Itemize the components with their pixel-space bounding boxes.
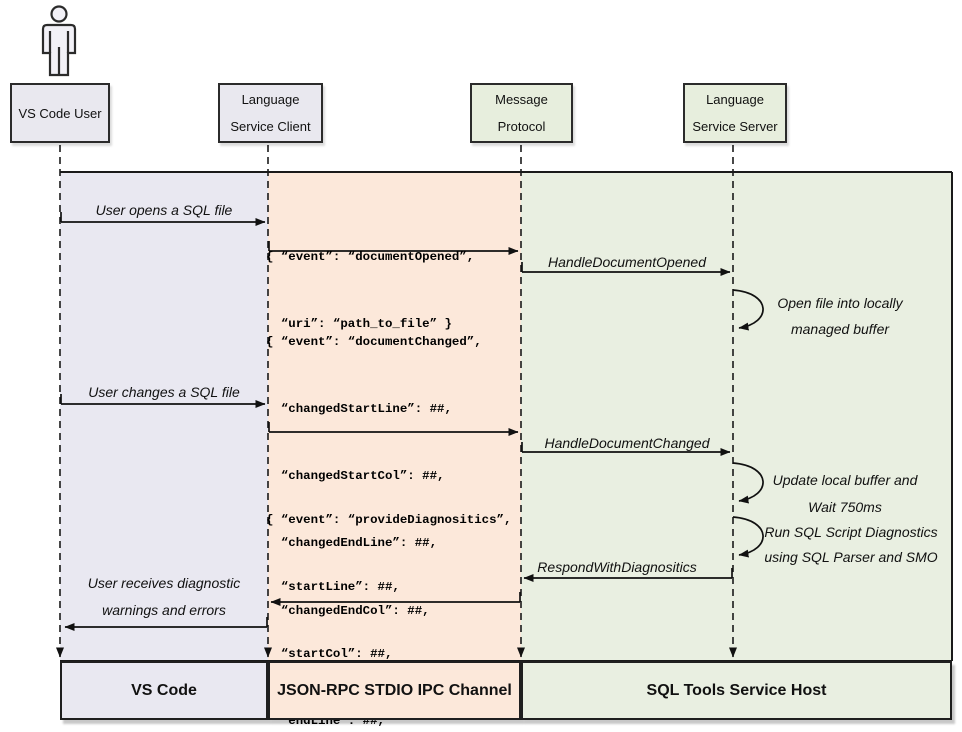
footer-box-vscode: VS Code (60, 661, 268, 720)
note-line: Open file into locally (777, 295, 903, 311)
lane-ipc-channel (268, 172, 521, 661)
note-run-sql-diagnostics: Run SQL Script Diagnostics using SQL Par… (762, 520, 940, 570)
payload-line: “changedStartLine”: ##, (266, 402, 452, 417)
payload-line: { “event”: “documentChanged”, (266, 334, 482, 349)
actor-label: Message (495, 92, 548, 107)
payload-line: “changedStartCol”: ##, (266, 469, 445, 484)
message-label-user-opens: User opens a SQL file (95, 202, 233, 218)
footer-label: SQL Tools Service Host (646, 681, 827, 699)
actor-label: Language (706, 92, 764, 107)
actor-label: VS Code User (18, 105, 102, 121)
payload-line: “startCol”: ##, (266, 647, 393, 662)
payload-line: “changedEndCol”: ##, (266, 603, 430, 618)
payload-document-opened: { “event”: “documentOpened”, “uri”: “pat… (266, 201, 474, 380)
message-label-handle-changed: HandleDocumentChanged (544, 435, 710, 451)
note-open-file-buffer: Open file into locally managed buffer (755, 290, 925, 342)
lane-service-host (521, 172, 952, 661)
payload-line: “changedEndLine”: ##, (266, 536, 438, 551)
actor-box-language-service-client: Language Service Client (218, 83, 323, 143)
user-actor-icon (41, 5, 77, 77)
footer-label: VS Code (131, 681, 197, 699)
actor-label: Language (241, 92, 300, 107)
message-label-line: User receives diagnostic (87, 575, 241, 591)
message-label-line: warnings and errors (102, 602, 226, 618)
actor-box-language-service-server: Language Service Server (683, 83, 787, 143)
payload-line: “uri”: “path_to_file” } (266, 317, 452, 332)
actor-label: Protocol (497, 119, 546, 134)
footer-label: JSON-RPC STDIO IPC Channel (277, 681, 512, 699)
payload-line: “startLine”: ##, (266, 580, 400, 595)
note-line: Run SQL Script Diagnostics (764, 524, 938, 540)
actor-box-vscode-user: VS Code User (10, 83, 110, 143)
message-label-handle-opened: HandleDocumentOpened (548, 254, 706, 270)
message-label-user-receives: User receives diagnostic warnings and er… (60, 570, 268, 624)
actor-box-message-protocol: Message Protocol (470, 83, 573, 143)
footer-box-sql-tools-service-host: SQL Tools Service Host (521, 661, 952, 720)
payload-line: { “event”: “provideDiagnositics”, (266, 512, 512, 527)
message-label-user-changes: User changes a SQL file (88, 384, 240, 400)
note-line: Wait 750ms (808, 499, 882, 515)
payload-line: { “event”: “documentOpened”, (266, 249, 475, 264)
note-line: using SQL Parser and SMO (764, 549, 938, 565)
message-label-respond-with-diagnostics: RespondWithDiagnositics (537, 559, 697, 575)
note-line: managed buffer (790, 321, 890, 337)
actor-label: Service Server (692, 119, 778, 134)
lane-vscode-user (60, 172, 268, 661)
actor-label: Service Client (230, 119, 311, 134)
footer-box-ipc-channel: JSON-RPC STDIO IPC Channel (268, 661, 521, 720)
note-line: Update local buffer and (772, 472, 918, 488)
note-update-buffer-wait: Update local buffer and Wait 750ms (760, 467, 930, 521)
